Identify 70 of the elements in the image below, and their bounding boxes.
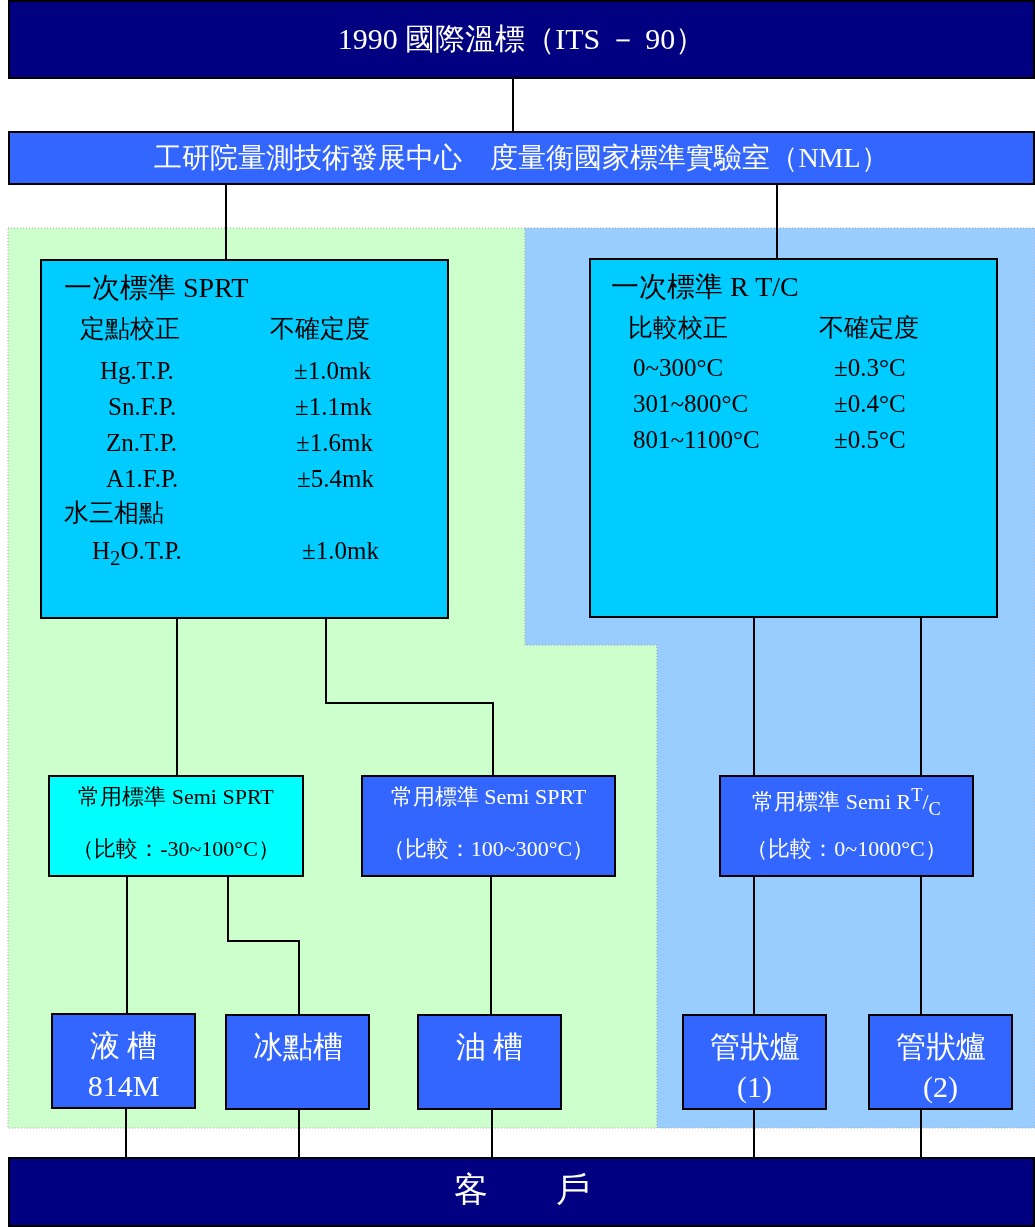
- box-title: 常用標準 Semi SPRT: [389, 785, 588, 810]
- box-text: ±0.4°C: [834, 390, 906, 418]
- box-text: (1): [736, 1070, 773, 1103]
- box-text: 801~1100°C: [633, 426, 760, 454]
- connector-line: [512, 78, 514, 132]
- box-text: 0~300°C: [633, 354, 724, 382]
- box-text: A1.F.P.: [106, 465, 179, 493]
- box-text: ±5.4mk: [297, 465, 374, 493]
- box-text: Sn.F.P.: [108, 393, 177, 421]
- box-title: 1990 國際溫標（ITS － 90）: [336, 22, 707, 55]
- box-text: Zn.T.P.: [106, 429, 178, 457]
- box-text: ±1.0mk: [302, 537, 379, 565]
- box-text: 814M: [86, 1069, 161, 1102]
- connector-line: [225, 184, 227, 260]
- standard-box: [48, 775, 304, 877]
- connector-line: [298, 1109, 300, 1158]
- connector-line: [126, 876, 128, 1014]
- connector-line: [920, 617, 922, 776]
- box-text: 定點校正: [80, 315, 180, 343]
- box-title: 管狀爐: [894, 1030, 987, 1063]
- connector-line: [125, 1108, 127, 1158]
- customer-bar: [8, 1157, 1035, 1227]
- box-text: Hg.T.P.: [100, 357, 174, 385]
- equipment-box: [225, 1014, 370, 1110]
- box-text: 不確定度: [270, 315, 370, 343]
- box-text: 水三相點: [64, 499, 164, 527]
- equipment-box: [682, 1014, 827, 1110]
- box-text: ±1.1mk: [295, 393, 372, 421]
- title-bar: [8, 0, 1035, 79]
- box-text: （比較：-30~100°C）: [71, 837, 281, 862]
- connector-line: [491, 1109, 493, 1158]
- box-text: （比較：100~300°C）: [381, 837, 596, 862]
- box-title: 液 槽: [88, 1029, 159, 1062]
- box-text: ±1.6mk: [296, 429, 373, 457]
- box-text: 不確定度: [819, 314, 919, 342]
- box-text: 比較校正: [628, 314, 728, 342]
- box-text: H$_{2}$O.T.P.: [92, 537, 182, 570]
- connector-line: [325, 618, 494, 776]
- equipment-box: [51, 1013, 196, 1109]
- box-title: 客 戶: [452, 1171, 591, 1209]
- connector-line: [176, 618, 178, 776]
- standard-box: [589, 258, 998, 618]
- connector-line: [227, 876, 300, 1015]
- connector-line: [776, 184, 778, 259]
- standard-box: [40, 259, 449, 619]
- box-text: ±0.3°C: [834, 354, 906, 382]
- box-title: 一次標準 SPRT: [64, 273, 249, 304]
- header-bar: [8, 131, 1035, 185]
- box-title: 一次標準 R T/C: [611, 272, 799, 303]
- box-text: ±0.5°C: [834, 426, 906, 454]
- box-title: 冰點槽: [251, 1030, 344, 1063]
- standard-box: [361, 775, 616, 877]
- box-text: (2): [922, 1070, 959, 1103]
- connector-line: [753, 1109, 755, 1158]
- equipment-box: [417, 1014, 562, 1110]
- standard-box: [719, 775, 974, 877]
- box-title: 工研院量測技術發展中心 度量衡國家標準實驗室（NML）: [153, 143, 890, 174]
- connector-line: [753, 617, 755, 776]
- connector-line: [920, 1109, 922, 1158]
- box-text: 301~800°C: [633, 390, 749, 418]
- box-title: 油 槽: [454, 1030, 525, 1063]
- box-text: ±1.0mk: [294, 357, 371, 385]
- box-text: （比較：0~1000°C）: [745, 837, 948, 862]
- box-title: 常用標準 Semi R$^{T}$/$_{C}$: [751, 785, 942, 819]
- box-title: 常用標準 Semi SPRT: [77, 785, 275, 810]
- connector-line: [920, 876, 922, 1015]
- connector-line: [753, 876, 755, 1015]
- connector-line: [490, 876, 492, 1015]
- equipment-box: [868, 1014, 1013, 1110]
- box-title: 管狀爐: [708, 1030, 801, 1063]
